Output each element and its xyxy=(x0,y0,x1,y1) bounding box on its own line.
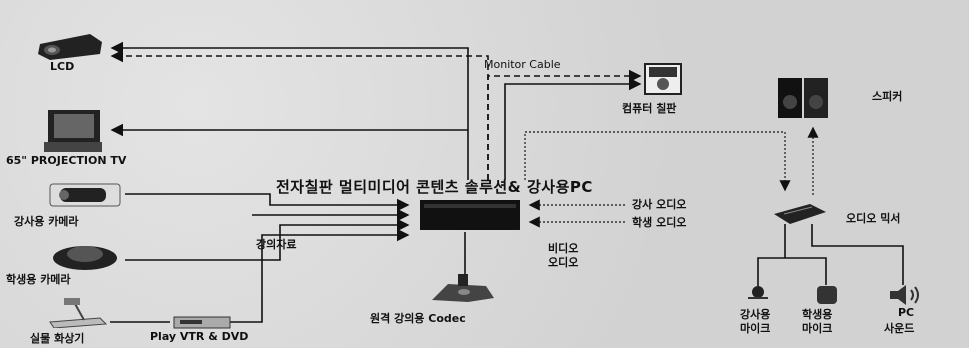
microphone-icon xyxy=(814,284,840,306)
audio-mixer-label: 오디오 믹서 xyxy=(846,212,901,225)
audio-mixer-icon xyxy=(770,200,828,226)
dome-camera-icon xyxy=(48,240,122,272)
pc-sound-label-2: 사운드 xyxy=(884,322,915,335)
projection-tv-label: 65" PROJECTION TV xyxy=(6,154,127,167)
vcr-icon xyxy=(172,314,232,330)
codec-label: 원격 강의용 Codec xyxy=(370,312,466,325)
pc-unit-icon xyxy=(420,198,520,232)
speaker-label: 스피커 xyxy=(872,90,903,103)
instructor-mic-label-2: 마이크 xyxy=(740,322,771,335)
document-camera-label: 실물 화상기 xyxy=(30,332,85,345)
projection-tv-icon xyxy=(40,108,104,154)
pc-sound-label-1: PC xyxy=(898,306,915,319)
student-camera-label: 학생용 카메라 xyxy=(6,273,71,286)
wire-vtr xyxy=(228,228,410,323)
instructor-camera-label: 강사용 카메라 xyxy=(14,215,79,228)
instructor-mic-label-1: 강사용 xyxy=(740,308,771,321)
microphone-icon xyxy=(744,284,772,304)
wire-mixer-to-mics xyxy=(757,224,904,288)
student-audio-label: 학생 오디오 xyxy=(632,216,687,229)
computer-board-label: 컴퓨터 칠판 xyxy=(622,102,677,115)
student-mic-label-1: 학생용 xyxy=(802,308,833,321)
video-label: 비디오 xyxy=(548,242,579,255)
wire-pc-to-mixer xyxy=(524,131,791,192)
audio-label: 오디오 xyxy=(548,256,579,269)
lecture-material-label: 강의자료 xyxy=(256,238,297,251)
main-solution-title: 전자칠판 멀티미디어 콘텐츠 솔루션& 강사용PC xyxy=(276,178,593,196)
lcd-label: LCD xyxy=(50,60,75,73)
camera-icon xyxy=(48,180,122,210)
instructor-audio-label: 강사 오디오 xyxy=(632,198,687,211)
wire-monitor-cable-dashed xyxy=(487,69,642,180)
lcd-projector-icon xyxy=(34,28,106,62)
wire-lcd-solid xyxy=(110,41,469,180)
computer-board-icon xyxy=(643,62,683,96)
vtr-dvd-label: Play VTR & DVD xyxy=(150,330,249,343)
speaker-sound-icon xyxy=(886,282,926,308)
wire-lcd-dashed xyxy=(110,49,489,180)
wire-monitor-cable-solid xyxy=(504,77,642,180)
monitor-cable-label: Monitor Cable xyxy=(484,58,561,71)
codec-icon xyxy=(428,272,498,304)
wire-instructor-camera xyxy=(125,193,410,212)
wire-student-camera xyxy=(125,218,410,261)
speaker-icon xyxy=(776,76,830,120)
document-camera-icon xyxy=(44,296,110,329)
student-mic-label-2: 마이크 xyxy=(802,322,833,335)
